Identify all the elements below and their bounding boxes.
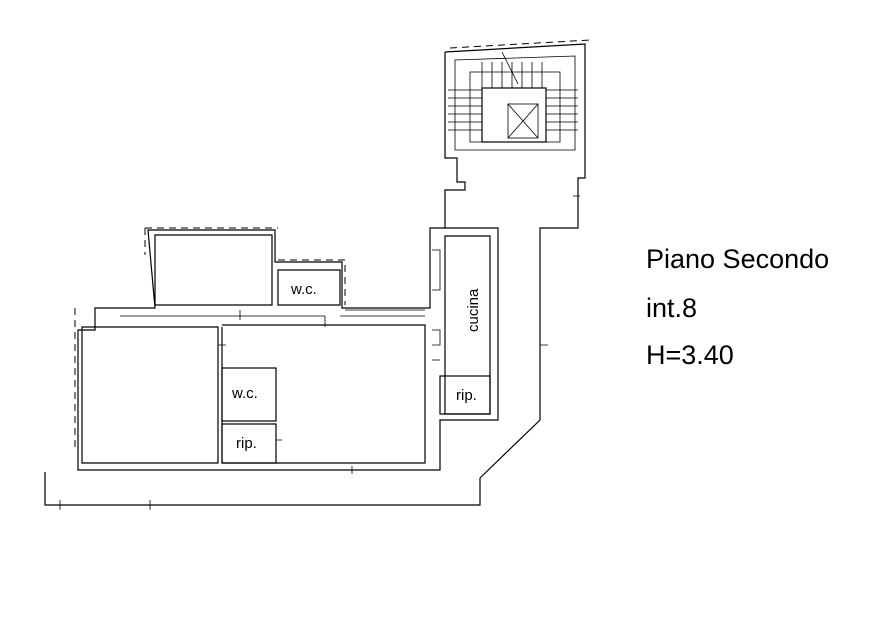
ceiling-height: H=3.40 [646,340,734,370]
room-label-wc-upper: w.c. [290,281,317,298]
lift-shaft [481,51,547,143]
floor-title: Piano Secondo [646,244,830,274]
stairwell [444,39,591,479]
room-label-rip-lower: rip. [236,435,257,452]
room-label-cucina: cucina [465,288,482,332]
room-label-wc-lower: w.c. [231,385,258,402]
stair-treads [448,62,578,143]
apartment-walls [74,227,499,471]
balcony [44,157,580,510]
unit-number: int.8 [646,293,698,323]
room-label-rip-kitchen: rip. [456,387,477,404]
